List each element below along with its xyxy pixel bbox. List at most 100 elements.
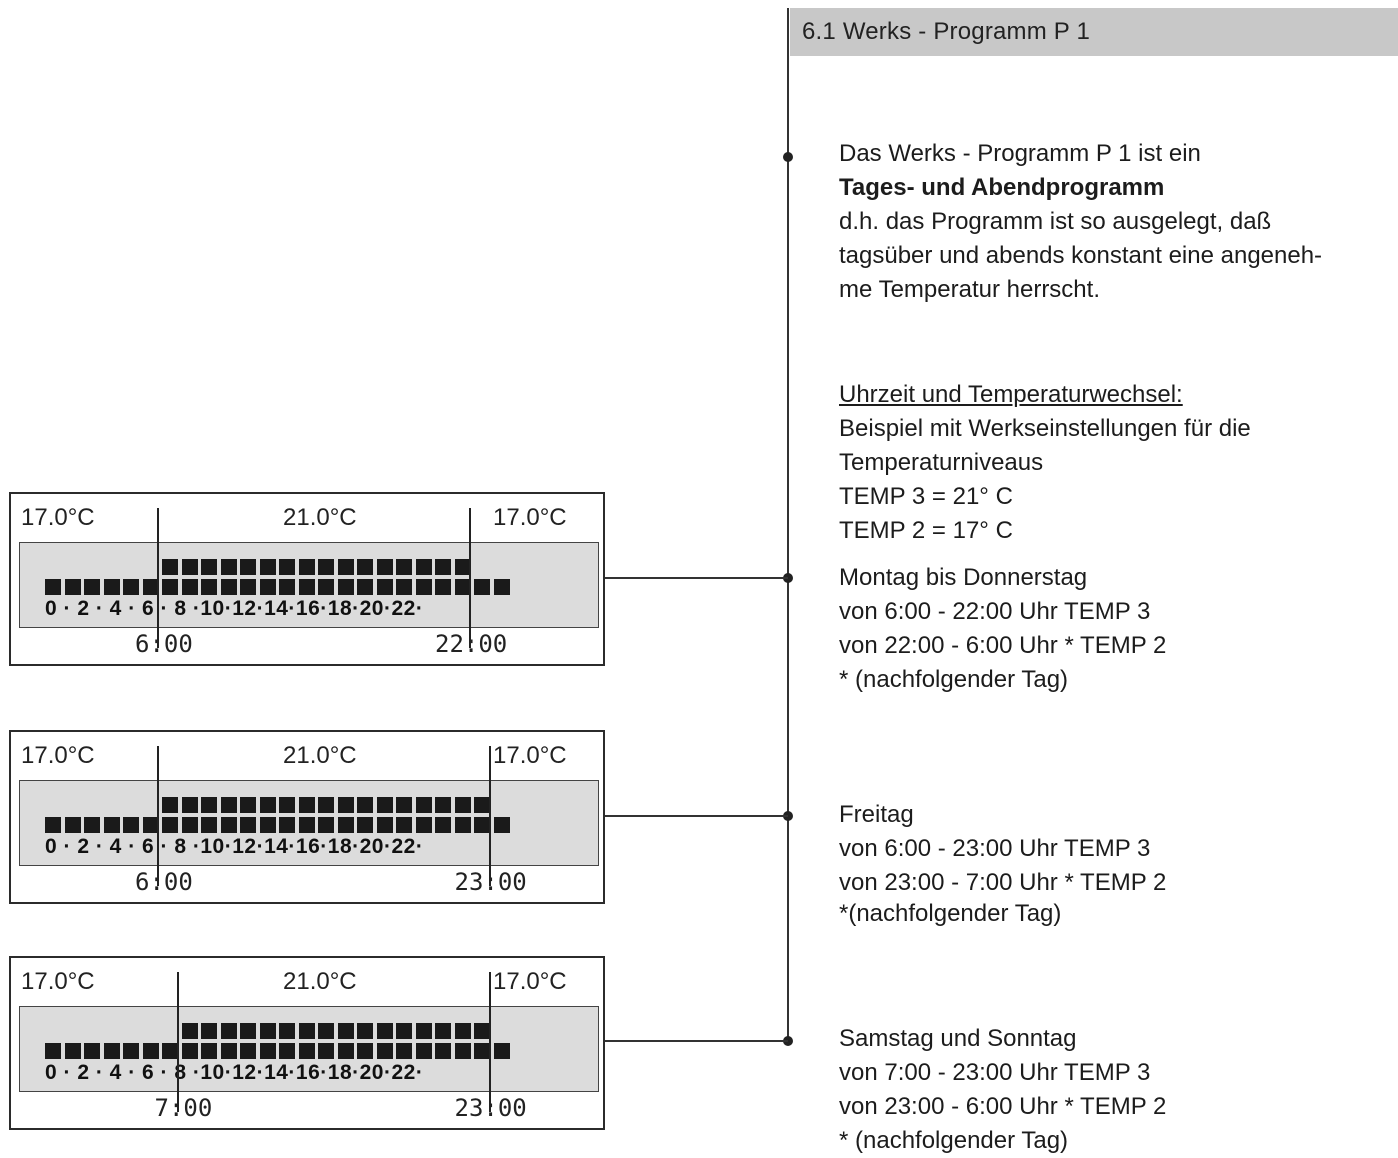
lcd-segment-low [318,817,334,833]
lcd-segment-high [454,797,471,813]
lcd-segment-low [220,817,237,833]
intro-line-3: d.h. das Programm ist so ausgelegt, daß [839,208,1272,235]
lcd-segment-high [454,1023,471,1039]
lcd-segment-high [474,1023,490,1039]
lcd-segment-high [357,1023,373,1039]
temp-label-left: 17.0°C [21,504,95,531]
section-title: 6.1 Werks - Programm P 1 [802,18,1090,45]
schedule-line-1: von 6:00 - 23:00 Uhr TEMP 3 [839,835,1151,862]
connector-dot-3 [783,1036,793,1046]
lcd-segment-low [298,1043,315,1059]
lcd-segment-low [435,1043,451,1059]
lcd-segment-low [337,1043,354,1059]
lcd-segment-high [279,797,295,813]
lcd-segment-low [357,817,373,833]
lcd-segment-high [298,559,315,575]
lcd-segment-low [162,1043,178,1059]
temp-label-left: 17.0°C [21,968,95,995]
lcd-segment-low [45,1043,61,1059]
schedule-day: Montag bis Donnerstag [839,564,1088,591]
lcd-segment-high [162,559,178,575]
lcd-segment-low [64,579,81,595]
lcd-segment-low [103,1043,120,1059]
example-temp2: TEMP 2 = 17° C [839,517,1013,544]
lcd-segment-high [240,559,256,575]
lcd-segment-high [220,797,237,813]
lcd-segment-low [220,1043,237,1059]
lcd-segment-low [474,1043,490,1059]
lcd-segment-low [474,579,490,595]
lcd-segment-high [259,797,276,813]
lcd-segment-low [415,817,432,833]
example-heading: Uhrzeit und Temperaturwechsel: [839,381,1183,408]
lcd-segment-low [142,579,159,595]
lcd-segment-low [454,817,471,833]
lcd-segment-low [318,579,334,595]
lcd-segment-low [337,817,354,833]
switch-time-start: 6:00 [135,868,193,896]
switch-marker-start [157,746,159,886]
lcd-segment-low [220,579,237,595]
lcd-segment-low [493,817,510,833]
lcd-segment-low [298,817,315,833]
lcd-segment-low [454,1043,471,1059]
schedule-note: *(nachfolgender Tag) [839,900,1062,927]
lcd-segment-low [337,579,354,595]
lcd-segment-low [201,579,217,595]
intro-program-name: Tages- und Abendprogramm [839,174,1165,201]
lcd-segment-low [84,817,100,833]
lcd-segment-low [259,1043,276,1059]
switch-time-end: 23:00 [454,1094,527,1122]
lcd-segment-low [376,817,393,833]
lcd-segment-high [318,559,334,575]
connector-horizontal-3 [605,1040,788,1042]
connector-dot-intro [783,152,793,162]
lcd-segment-low [279,1043,295,1059]
lcd-segment-high [318,1023,334,1039]
lcd-segment-low [240,1043,256,1059]
lcd-segment-low [181,579,198,595]
lcd-segment-low [201,1043,217,1059]
lcd-segment-low [493,1043,510,1059]
lcd-segment-low [357,579,373,595]
lcd-segment-low [123,1043,139,1059]
lcd-segment-high [298,797,315,813]
lcd-segment-low [240,579,256,595]
lcd-segment-high [220,559,237,575]
lcd-segment-low [240,817,256,833]
lcd-segment-high [279,559,295,575]
lcd-segment-low [142,817,159,833]
lcd-screen: 0 · 2 · 4 · 6 · 8 ·10·12·14·16·18·20·22· [19,542,599,628]
lcd-segment-high [337,797,354,813]
temp-label-right: 17.0°C [493,742,567,769]
lcd-segment-high [415,559,432,575]
lcd-segment-low [162,817,178,833]
lcd-segment-high [259,1023,276,1039]
lcd-segment-high [318,797,334,813]
lcd-segment-low [259,579,276,595]
lcd-segment-high [376,1023,393,1039]
lcd-segment-low [45,579,61,595]
lcd-segment-low [84,1043,100,1059]
schedule-line-2: von 23:00 - 7:00 Uhr * TEMP 2 [839,869,1167,896]
lcd-segment-low [103,817,120,833]
example-text: Uhrzeit und Temperaturwechsel: Beispiel … [839,378,1251,548]
lcd-segment-high [396,1023,412,1039]
lcd-segment-high [181,797,198,813]
lcd-segment-low [454,579,471,595]
lcd-segment-low [474,817,490,833]
lcd-segment-low [162,579,178,595]
lcd-hour-scale: 0 · 2 · 4 · 6 · 8 ·10·12·14·16·18·20·22· [45,835,424,858]
lcd-segment-high [435,1023,451,1039]
temp-label-mid: 21.0°C [283,742,357,769]
lcd-segment-low [201,817,217,833]
schedule-weekend: Samstag und Sonntag von 7:00 - 23:00 Uhr… [839,1022,1166,1158]
lcd-segment-high [474,797,490,813]
lcd-segment-low [376,579,393,595]
lcd-segment-low [298,579,315,595]
lcd-segment-low [84,579,100,595]
schedule-day: Samstag und Sonntag [839,1025,1077,1052]
lcd-segment-high [337,559,354,575]
lcd-segment-low [64,817,81,833]
lcd-segment-low [396,579,412,595]
